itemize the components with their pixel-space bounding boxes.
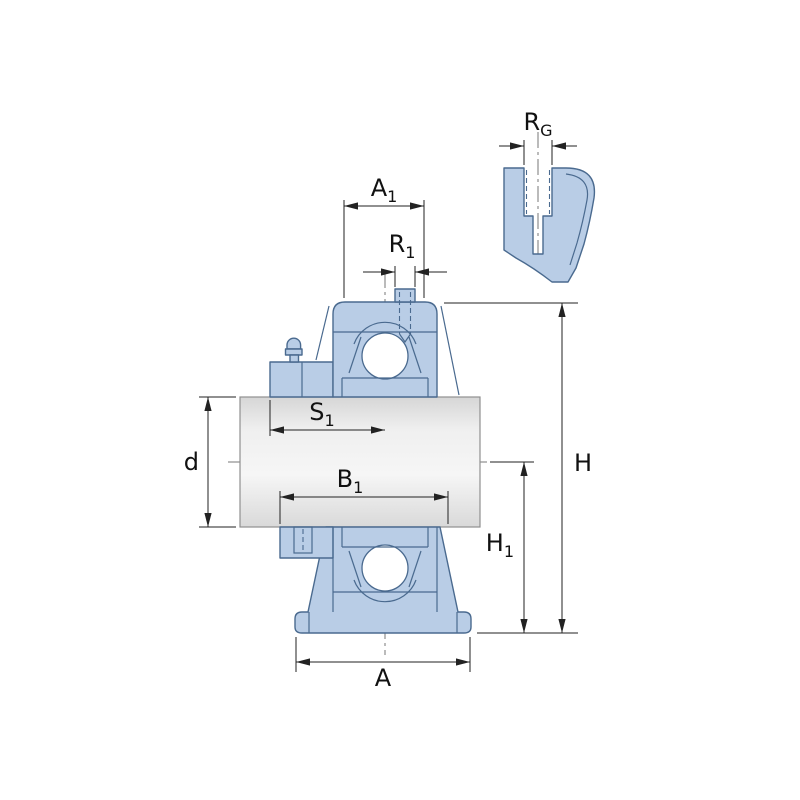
housing-rib-edge — [315, 305, 330, 361]
label-h: H — [574, 449, 592, 477]
label-d: d — [184, 448, 199, 476]
grease-hole-boss — [394, 288, 416, 303]
dimension-a: A — [295, 637, 471, 692]
label-r1: R1 — [389, 230, 416, 262]
label-rg: RG — [523, 108, 552, 140]
detail-wall-edge — [565, 173, 589, 266]
housing-rib-edge — [440, 305, 460, 396]
dimension-h: H — [444, 302, 592, 634]
dimension-rg: RG — [499, 108, 577, 165]
dimension-d: d — [184, 396, 236, 528]
label-a: A — [375, 664, 392, 692]
seal-edge — [408, 550, 422, 588]
seal-edge — [408, 336, 422, 374]
dimension-h1: H1 — [486, 461, 534, 633]
spherical-seat-arc — [353, 579, 417, 603]
dimension-r1: R1 — [363, 230, 447, 287]
grease-fitting-stem — [289, 354, 300, 363]
label-s1: S1 — [309, 398, 334, 430]
upper-housing-assembly — [269, 288, 460, 398]
label-b1: B1 — [337, 465, 364, 497]
dimension-a1: A1 — [343, 174, 425, 298]
detail-housing-section — [503, 167, 596, 283]
drill-point — [399, 333, 411, 344]
spherical-seat-arc — [353, 321, 417, 345]
shaft — [239, 396, 481, 528]
dimension-b1: B1 — [279, 465, 449, 524]
grease-fitting-flange — [284, 348, 303, 356]
label-a1: A1 — [371, 174, 398, 206]
lower-housing-assembly — [279, 526, 472, 634]
ball-upper — [361, 332, 409, 380]
seal-edge — [348, 336, 362, 374]
grease-hole-detail-view — [503, 167, 596, 283]
set-screw — [293, 526, 313, 554]
grease-fitting-dome — [286, 337, 302, 350]
label-h1: H1 — [486, 529, 514, 561]
seal-edge — [348, 550, 362, 588]
ball-lower — [361, 544, 409, 592]
dimension-s1: S1 — [269, 398, 385, 436]
